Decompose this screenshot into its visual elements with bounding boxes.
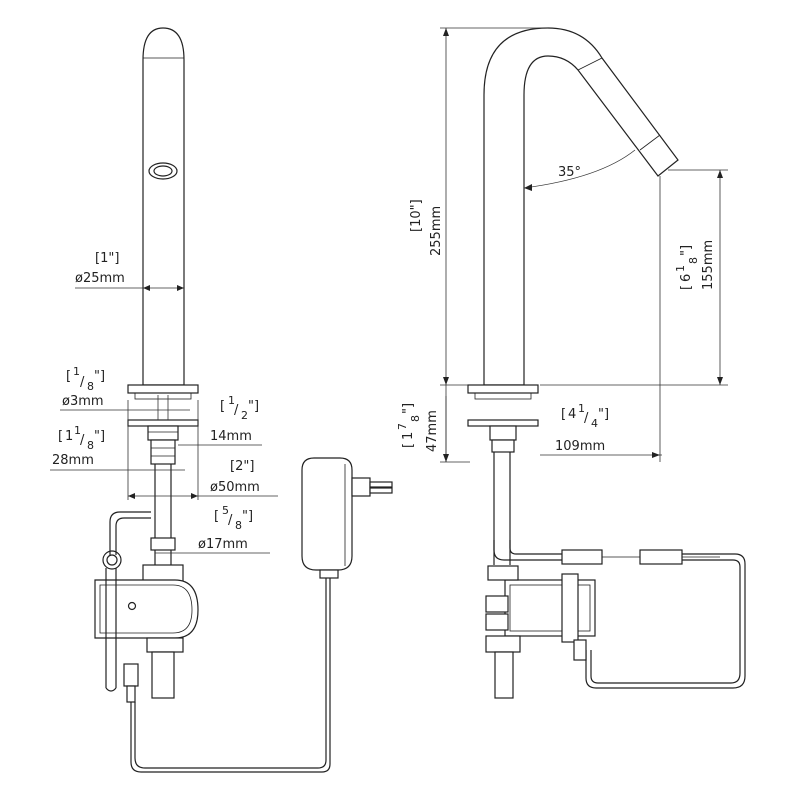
svg-text:[: [ — [214, 509, 219, 524]
front-view — [94, 27, 393, 773]
side-dimensions: [10"] 255mm 35° [ 6 1 8 "] 155mm [ 4 1 /… — [396, 27, 728, 463]
front-deck-plate — [127, 419, 199, 427]
front-base-plate — [127, 384, 199, 394]
svg-text:"]: "] — [94, 369, 105, 384]
reach-metric: 109mm — [555, 439, 605, 454]
svg-text:[: [ — [220, 399, 225, 414]
svg-text:[: [ — [561, 407, 566, 422]
svg-text:"]: "] — [242, 509, 253, 524]
svg-text:[: [ — [58, 429, 63, 444]
front-shank — [147, 425, 179, 441]
sensor-eye-icon — [148, 162, 178, 180]
hose-dia-metric: ø17mm — [198, 537, 248, 552]
front-dimensions: [1"] ø25mm [ 1 / 8 "] ø3mm [ 1 1 / 8 "] … — [50, 251, 278, 554]
height-imperial: [10"] — [409, 199, 424, 232]
front-spout-tube — [142, 27, 185, 386]
sensor-dia-metric: ø3mm — [62, 394, 104, 409]
side-base-plate — [467, 384, 539, 394]
flange-dia-imperial: [2"] — [230, 459, 254, 474]
svg-text:"]: "] — [94, 429, 105, 444]
shank-whole: 1 — [65, 429, 73, 444]
flange-dia-metric: ø50mm — [210, 480, 260, 495]
svg-text:[: [ — [679, 285, 694, 290]
svg-text:8: 8 — [87, 439, 94, 452]
svg-text:"]: "] — [679, 245, 694, 256]
svg-text:/: / — [80, 375, 85, 390]
front-nut — [150, 439, 176, 465]
svg-text:/: / — [228, 513, 233, 528]
front-ring — [102, 550, 122, 570]
height-metric: 255mm — [429, 206, 444, 256]
tube-dia-metric: ø25mm — [75, 271, 125, 286]
sensor-frac-num: 1 — [73, 365, 80, 378]
svg-text:8: 8 — [687, 257, 700, 264]
tube-dia-imperial: [1"] — [95, 251, 119, 266]
deck-thickness-whole: 1 — [401, 432, 416, 440]
svg-text:/: / — [234, 403, 239, 418]
deck-thickness-metric: 47mm — [425, 410, 440, 452]
svg-text:/: / — [80, 433, 85, 448]
side-deck-plate — [467, 419, 539, 427]
svg-text:1: 1 — [674, 265, 687, 272]
svg-text:1: 1 — [228, 394, 235, 407]
svg-text:"]: "] — [401, 403, 416, 414]
svg-text:4: 4 — [591, 417, 598, 430]
svg-text:/: / — [584, 411, 589, 426]
svg-text:"]: "] — [248, 399, 259, 414]
svg-text:7: 7 — [396, 423, 409, 430]
side-spout-tube — [483, 27, 679, 386]
svg-text:8: 8 — [409, 415, 422, 422]
side-solenoid-valve — [504, 579, 596, 637]
svg-text:8: 8 — [235, 519, 242, 532]
svg-text:2: 2 — [241, 409, 248, 422]
sensor-frac-bracket-l: [ — [66, 369, 71, 384]
shank-metric: 28mm — [52, 453, 94, 468]
spout-height-metric: 155mm — [701, 240, 716, 290]
power-adapter — [301, 457, 353, 571]
svg-text:"]: "] — [598, 407, 609, 422]
svg-text:1: 1 — [578, 402, 585, 415]
reach-whole: 4 — [568, 407, 576, 422]
sensor-frac-den: 8 — [87, 380, 94, 393]
svg-text:5: 5 — [222, 504, 229, 517]
nut-metric: 14mm — [210, 429, 252, 444]
front-solenoid-valve — [94, 579, 199, 639]
svg-text:1: 1 — [74, 424, 81, 437]
spout-height-whole: 6 — [679, 274, 694, 282]
spout-angle: 35° — [558, 165, 581, 180]
side-view — [467, 27, 746, 699]
svg-text:[: [ — [401, 443, 416, 448]
